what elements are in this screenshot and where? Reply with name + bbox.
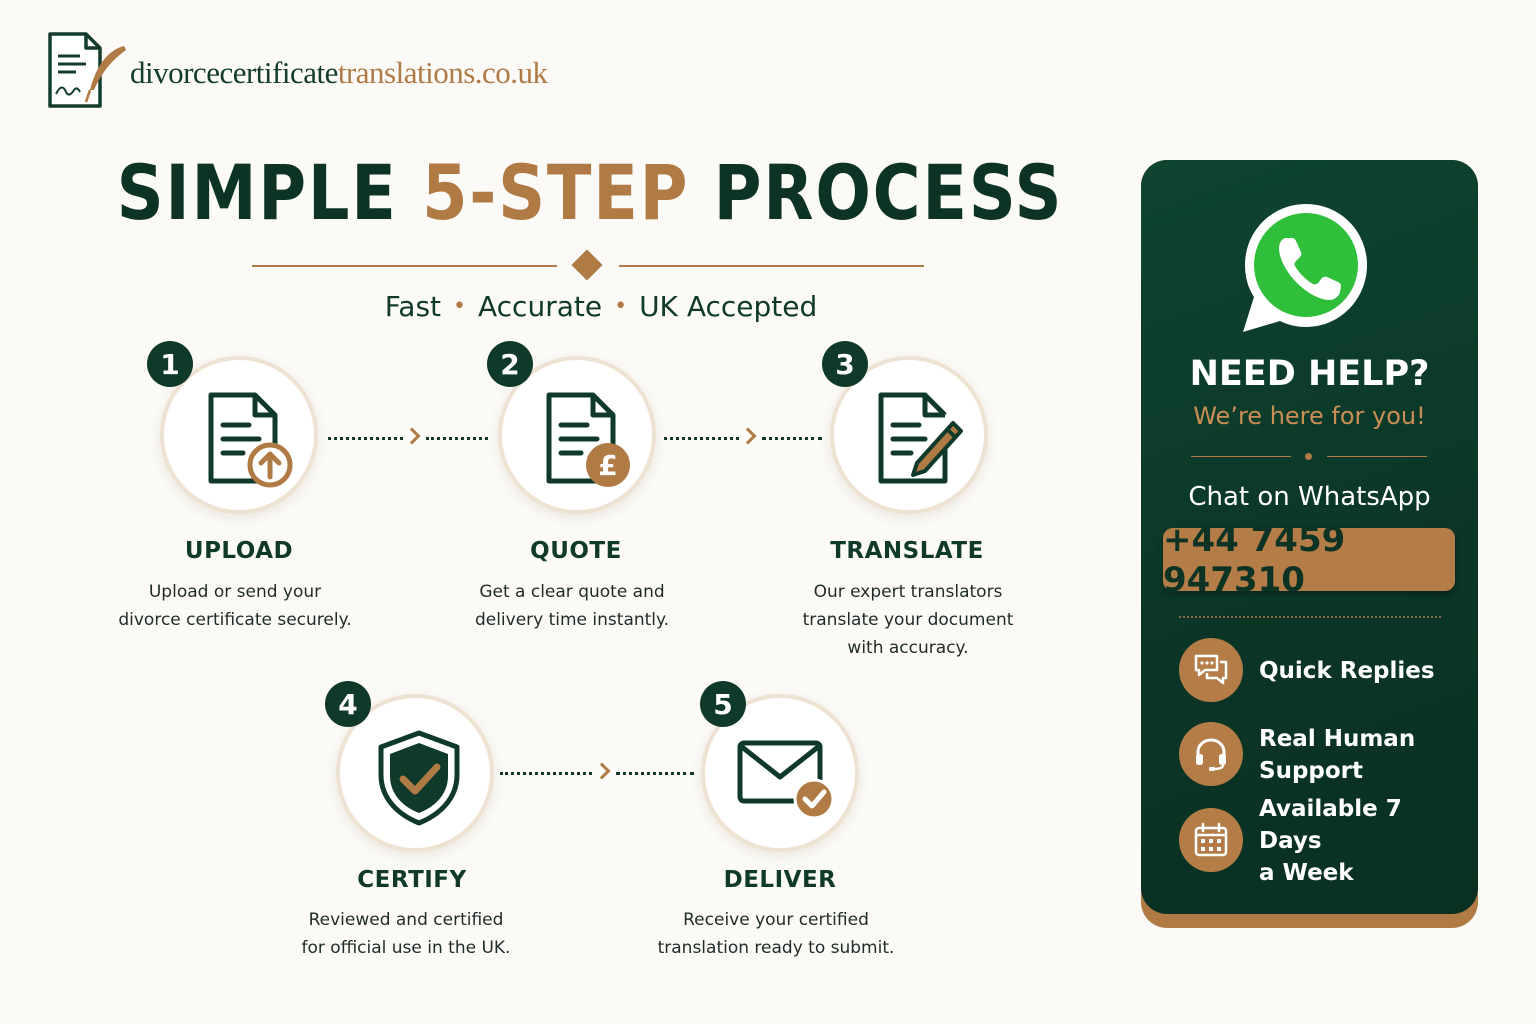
step-icon-circle (160, 356, 318, 514)
title-highlight: 5-STEP (422, 148, 690, 237)
tagline-item: Accurate (478, 290, 603, 323)
panel-dotted-divider (1179, 616, 1441, 618)
calendar-icon (1194, 822, 1228, 857)
step-icon-circle: £ (498, 356, 656, 514)
tagline: Fast • Accurate • UK Accepted (0, 290, 1202, 323)
step-title: QUOTE (530, 538, 622, 564)
whatsapp-icon[interactable] (1239, 200, 1373, 336)
step-title: TRANSLATE (830, 538, 984, 564)
step-number-badge: 5 (700, 681, 746, 727)
step-connector (500, 762, 696, 783)
step-title: UPLOAD (184, 538, 294, 564)
feature-label-line: a Week (1259, 860, 1354, 886)
chevron-right-icon (403, 427, 421, 445)
step-desc-line: divorce certificate securely. (118, 610, 352, 630)
brand-name: divorcecertificatetranslations.co.uk (130, 55, 548, 91)
feature-label: Available 7 Days a Week (1259, 793, 1459, 889)
chat-bubbles-icon (1194, 654, 1228, 685)
feature-label-line: Support (1259, 758, 1364, 784)
svg-text:£: £ (598, 449, 617, 482)
step-desc-line: Receive your certified (683, 910, 869, 930)
step-description: Get a clear quote and delivery time inst… (412, 578, 732, 634)
step-description: Our expert translators translate your do… (748, 578, 1068, 662)
feature-available-7-days: Available 7 Days a Week (1179, 796, 1469, 886)
title-part1: SIMPLE (116, 148, 423, 237)
tagline-item: UK Accepted (639, 290, 818, 323)
step-desc-line: for official use in the UK. (301, 938, 511, 958)
feature-label: Real Human Support (1259, 723, 1459, 787)
step-desc-line: with accuracy. (847, 638, 969, 658)
step-desc-line: Reviewed and certified (308, 910, 504, 930)
step-description: Upload or send your divorce certificate … (75, 578, 395, 634)
chat-on-whatsapp-label[interactable]: Chat on WhatsApp (1188, 482, 1431, 512)
document-upload-icon (208, 392, 293, 488)
title-divider (252, 249, 924, 281)
step-desc-line: Our expert translators (813, 582, 1003, 602)
feature-icon-circle (1179, 722, 1243, 786)
step-desc-line: delivery time instantly. (474, 610, 670, 630)
tagline-separator: • (453, 294, 466, 319)
help-panel: NEED HELP? We’re here for you! Chat on W… (1141, 160, 1478, 928)
step-desc-line: Upload or send your (148, 582, 322, 602)
step-description: Reviewed and certified for official use … (246, 906, 566, 962)
step-desc-line: Get a clear quote and (479, 582, 665, 602)
feature-label: Quick Replies (1259, 655, 1459, 687)
diamond-ornament-icon (571, 249, 603, 281)
chevron-right-icon (593, 762, 611, 780)
page-title: SIMPLE 5-STEP PROCESS (83, 148, 1098, 237)
document-quill-icon (48, 32, 126, 108)
step-title: CERTIFY (357, 867, 467, 893)
tagline-separator: • (614, 294, 628, 319)
step-desc-line: translation ready to submit. (657, 938, 895, 958)
step-number-badge: 4 (325, 681, 371, 727)
step-number-badge: 2 (487, 341, 533, 387)
step-desc-line: translate your document (802, 610, 1014, 630)
feature-icon-circle (1179, 638, 1243, 702)
step-number-badge: 3 (822, 341, 868, 387)
feature-icon-circle (1179, 808, 1243, 872)
help-subtitle: We’re here for you! (1193, 402, 1426, 430)
step-number-badge: 1 (147, 341, 193, 387)
feature-label-line: Available 7 Days (1259, 796, 1402, 854)
tagline-item: Fast (384, 290, 442, 323)
step-description: Receive your certified translation ready… (616, 906, 936, 962)
step-title: DELIVER (723, 867, 837, 893)
help-divider (1191, 452, 1427, 462)
brand-name-part2: translations.co.uk (337, 55, 548, 90)
step-connector (328, 427, 490, 448)
document-pencil-icon (878, 392, 963, 484)
headset-icon (1196, 738, 1226, 771)
help-title: NEED HELP? (1189, 354, 1430, 394)
whatsapp-phone-button[interactable]: +44 7459 947310 (1163, 520, 1455, 600)
feature-label-line: Real Human (1259, 726, 1416, 752)
chevron-right-icon (739, 427, 757, 445)
document-pound-icon: £ (546, 392, 630, 487)
title-part2: PROCESS (689, 148, 1064, 237)
brand-logo[interactable]: divorcecertificatetranslations.co.uk (46, 32, 548, 110)
envelope-check-icon (737, 740, 834, 820)
step-connector (664, 427, 826, 448)
brand-name-part1: divorcecertificate (130, 55, 338, 90)
feature-quick-replies: Quick Replies (1179, 638, 1469, 704)
feature-real-human-support: Real Human Support (1179, 722, 1469, 788)
feature-label-line: Quick Replies (1259, 658, 1435, 684)
shield-check-icon (378, 730, 460, 826)
